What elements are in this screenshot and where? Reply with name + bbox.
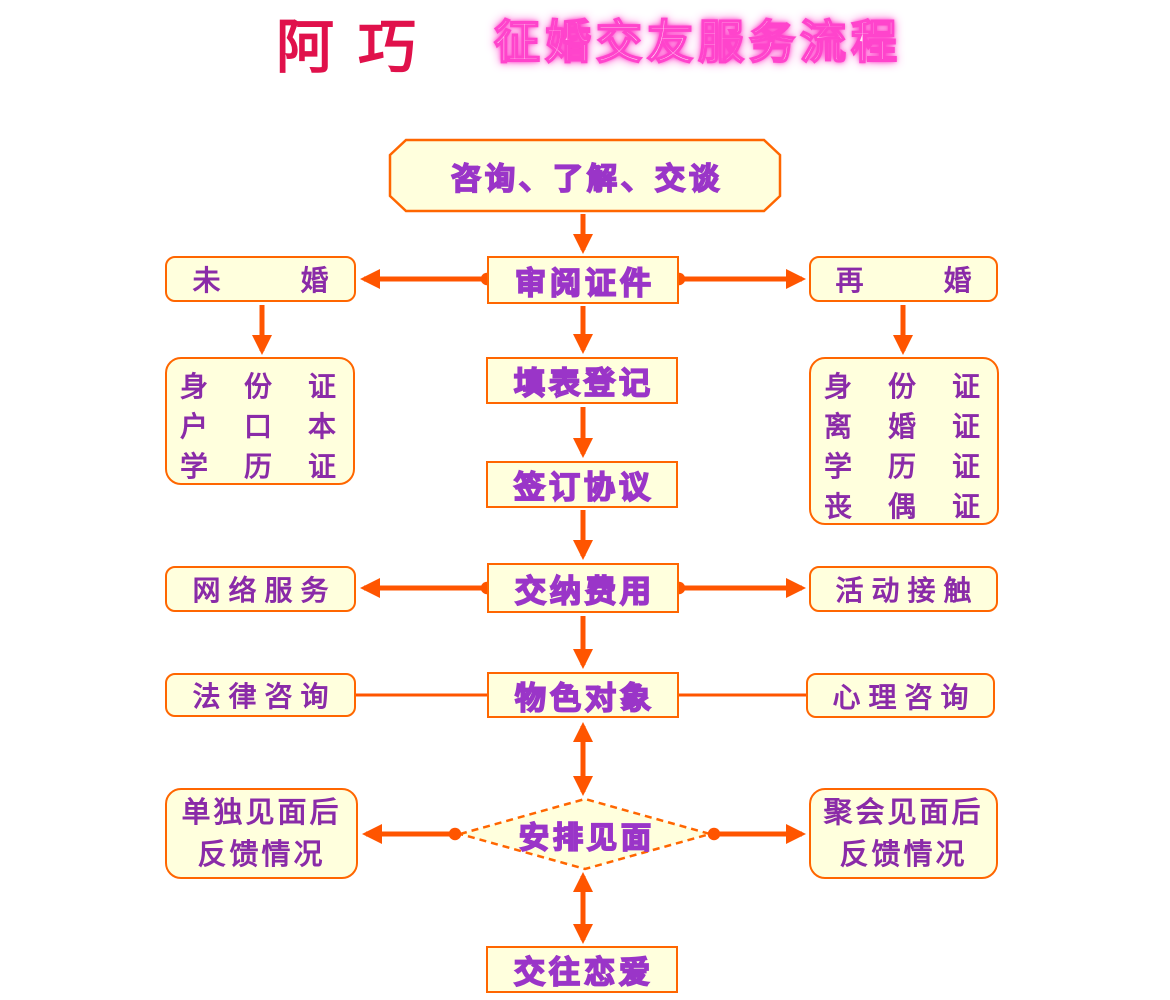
feedback-line: 聚会见面后 — [823, 796, 984, 829]
node-pay-label: 交纳费用 — [514, 573, 655, 610]
arrow-group — [252, 214, 913, 944]
node-seek: 物色对象 — [487, 672, 679, 718]
feedback-line: 单独见面后 — [181, 796, 342, 829]
doc-line: 户 口 本 — [179, 411, 340, 442]
page-title: 征婚交友服务流程 — [493, 15, 902, 69]
node-unmarried-label: 未 婚 — [192, 265, 337, 296]
node-pay: 交纳费用 — [487, 563, 679, 613]
doc-line: 离 婚 证 — [823, 411, 984, 442]
feedback-line: 反馈情况 — [197, 838, 326, 871]
brand-logo: 阿巧 — [276, 15, 441, 80]
node-remarried-docs: 身 份 证 离 婚 证 学 历 证 丧 偶 证 — [809, 357, 999, 525]
node-legal-label: 法律咨询 — [192, 681, 337, 712]
node-register-label: 填表登记 — [513, 365, 654, 402]
node-dating-label: 交往恋爱 — [513, 954, 654, 991]
node-meeting-label: 安排见面 — [518, 821, 655, 856]
node-unmarried-docs: 身 份 证 户 口 本 学 历 证 — [165, 357, 355, 485]
node-dating: 交往恋爱 — [486, 946, 678, 993]
node-remarried: 再 婚 — [809, 256, 998, 302]
node-consult: 咨询、了解、交谈 — [390, 142, 780, 210]
node-legal: 法律咨询 — [165, 673, 356, 717]
node-agreement: 签订协议 — [486, 461, 678, 508]
node-network-label: 网络服务 — [192, 575, 337, 606]
node-register: 填表登记 — [486, 357, 678, 404]
node-remarried-label: 再 婚 — [835, 265, 980, 296]
node-group-feedback: 聚会见面后 反馈情况 — [809, 788, 998, 879]
node-psych-label: 心理咨询 — [832, 681, 977, 713]
meeting-diamond-shape — [455, 797, 715, 871]
node-solo-feedback: 单独见面后 反馈情况 — [165, 788, 358, 879]
node-seek-label: 物色对象 — [514, 680, 655, 717]
node-network: 网络服务 — [165, 566, 356, 612]
doc-line: 丧 偶 证 — [823, 491, 984, 522]
doc-line: 学 历 证 — [179, 451, 340, 482]
consult-plaque-shape — [388, 138, 782, 213]
node-review-label: 审阅证件 — [514, 265, 655, 302]
node-review: 审阅证件 — [487, 256, 679, 304]
node-meeting: 安排见面 — [485, 816, 685, 856]
doc-line: 学 历 证 — [823, 451, 984, 482]
node-activity-label: 活动接触 — [835, 575, 980, 606]
node-activity: 活动接触 — [809, 566, 998, 612]
node-consult-label: 咨询、了解、交谈 — [450, 162, 723, 197]
doc-line: 身 份 证 — [179, 371, 340, 402]
node-unmarried: 未 婚 — [165, 256, 356, 302]
doc-line: 身 份 证 — [823, 371, 984, 402]
node-agreement-label: 签订协议 — [513, 469, 654, 506]
feedback-line: 反馈情况 — [839, 838, 968, 871]
node-psych: 心理咨询 — [806, 673, 995, 718]
